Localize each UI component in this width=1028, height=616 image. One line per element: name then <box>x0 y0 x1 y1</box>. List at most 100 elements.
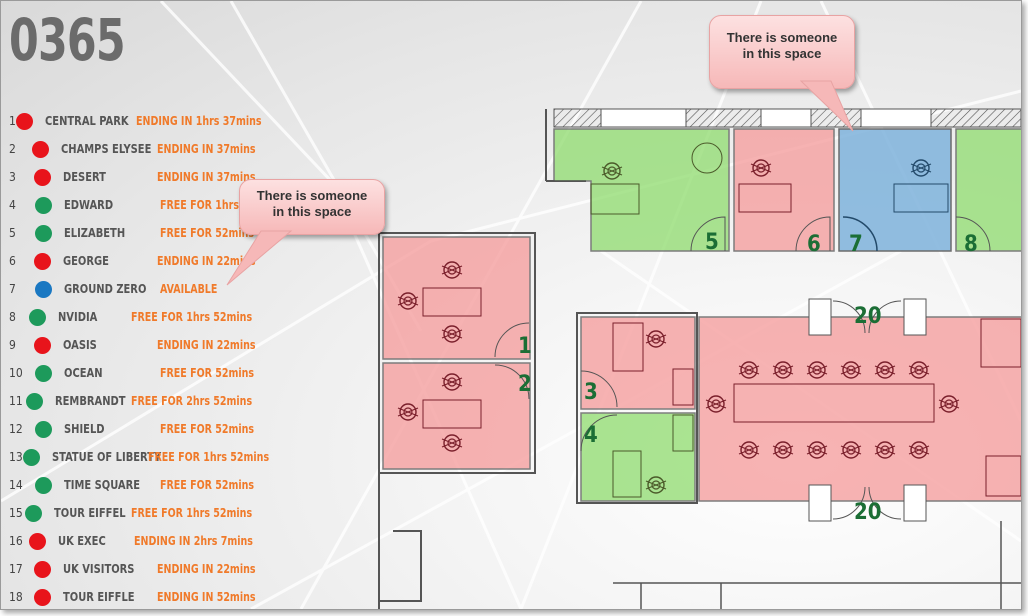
room-number: 14 <box>9 478 23 492</box>
room-label-7: 7 <box>849 232 863 257</box>
room-status: AVAILABLE <box>160 282 218 296</box>
room-20[interactable]: 20 20 <box>698 298 1021 525</box>
room-label-2: 2 <box>518 372 532 397</box>
status-dot-icon <box>35 420 52 438</box>
room-name: UK VISITORS <box>63 562 135 576</box>
status-dot-icon <box>34 252 52 270</box>
status-dot-icon <box>35 364 52 382</box>
room-6[interactable]: 6 <box>733 128 835 257</box>
room-7[interactable]: 7 <box>838 128 952 257</box>
occupied-callout-left: There is someone in this space <box>239 179 385 235</box>
room-status: FREE FOR 52mins <box>160 366 255 380</box>
room-5[interactable]: 5 <box>553 128 730 255</box>
room-list-item[interactable]: 16 UK EXEC ENDING IN 2hrs 7mins <box>9 529 269 553</box>
floor-plan: 5 6 7 8 <box>378 108 1021 609</box>
room-status: FREE FOR 1hrs 52mins <box>131 310 253 324</box>
status-dot-icon <box>24 504 42 522</box>
room-4[interactable]: 4 <box>580 412 696 502</box>
room-1[interactable]: 1 <box>382 236 532 360</box>
room-name: REMBRANDT <box>54 394 126 408</box>
room-name: TIME SQUARE <box>64 478 141 492</box>
room-number: 3 <box>9 170 16 184</box>
status-dot-icon <box>34 168 52 186</box>
room-list-item[interactable]: 12 SHIELD FREE FOR 52mins <box>9 417 269 441</box>
room-list-item[interactable]: 17 UK VISITORS ENDING IN 22mins <box>9 557 269 581</box>
room-list-item[interactable]: 11 REMBRANDT FREE FOR 2hrs 52mins <box>9 389 269 413</box>
status-dot-icon <box>22 448 40 466</box>
room-number: 6 <box>9 254 16 268</box>
room-label-20-bottom: 20 <box>854 500 882 525</box>
room-name: OCEAN <box>64 366 103 380</box>
room-number: 18 <box>9 590 23 604</box>
room-list-item[interactable]: 14 TIME SQUARE FREE FOR 52mins <box>9 473 269 497</box>
room-label-5: 5 <box>705 230 719 255</box>
room-label-4: 4 <box>584 423 598 448</box>
room-name: TOUR EIFFEL <box>53 506 126 520</box>
status-dot-icon <box>34 336 52 354</box>
status-dot-icon <box>34 560 52 578</box>
room-number: 7 <box>9 282 16 296</box>
lower-walls <box>613 521 1021 609</box>
status-dot-icon <box>35 280 52 298</box>
room-name: GROUND ZERO <box>64 282 147 296</box>
room-status: FREE FOR 1hrs 52mins <box>131 506 253 520</box>
room-name: UK EXEC <box>58 534 107 548</box>
room-label-8: 8 <box>964 232 978 257</box>
room-2[interactable]: 2 <box>382 362 532 470</box>
room-3[interactable]: 3 <box>580 316 696 410</box>
room-name: NVIDIA <box>57 310 98 324</box>
room-status: ENDING IN 2hrs 7mins <box>133 534 253 548</box>
room-status: ENDING IN 52mins <box>157 590 256 604</box>
room-number: 12 <box>9 422 23 436</box>
room-name: ELIZABETH <box>64 226 126 240</box>
room-status: ENDING IN 1hrs 37mins <box>135 114 262 128</box>
callout-top-pointer <box>799 80 854 132</box>
room-status: FREE FOR 52mins <box>160 422 255 436</box>
callout-left-line1: There is someone <box>256 188 368 203</box>
room-number: 4 <box>9 198 16 212</box>
status-dot-icon <box>35 224 52 242</box>
callout-top-line1: There is someone <box>726 30 838 45</box>
room-status: FREE FOR 52mins <box>160 478 255 492</box>
callout-left-pointer <box>226 230 293 286</box>
room-label-20-top: 20 <box>854 304 882 329</box>
room-status: FREE FOR 2hrs 52mins <box>131 394 253 408</box>
room-number: 17 <box>9 562 23 576</box>
occupied-callout-top: There is someone in this space <box>709 15 855 89</box>
room-number: 5 <box>9 226 16 240</box>
status-dot-icon <box>29 532 47 550</box>
room-name: GEORGE <box>63 254 110 268</box>
callout-top-line2: in this space <box>742 46 822 61</box>
rooms-1-2-walls <box>378 232 536 609</box>
room-status: ENDING IN 22mins <box>157 562 256 576</box>
room-list-item[interactable]: 7 GROUND ZERO AVAILABLE <box>9 277 269 301</box>
room-list-item[interactable]: 18 TOUR EIFFLE ENDING IN 52mins <box>9 585 269 609</box>
room-name: CHAMPS ELYSEE <box>61 142 152 156</box>
status-dot-icon <box>35 196 52 214</box>
room-number: 16 <box>9 534 23 548</box>
rooms-3-4-walls <box>576 312 698 504</box>
room-number: 11 <box>9 394 23 408</box>
room-number: 2 <box>9 142 16 156</box>
room-list-item[interactable]: 8 NVIDIA FREE FOR 1hrs 52mins <box>9 305 269 329</box>
status-dot-icon <box>25 392 43 410</box>
room-status: FREE FOR 1hrs 22 <box>160 198 256 212</box>
room-8[interactable]: 8 <box>955 128 1021 257</box>
room-name: SHIELD <box>64 422 105 436</box>
room-label-6: 6 <box>807 232 821 257</box>
room-number: 8 <box>9 310 16 324</box>
room-name: TOUR EIFFLE <box>63 590 135 604</box>
room-number: 1 <box>9 114 16 128</box>
status-dot-icon <box>35 476 52 494</box>
room-status: ENDING IN 37mins <box>157 170 256 184</box>
